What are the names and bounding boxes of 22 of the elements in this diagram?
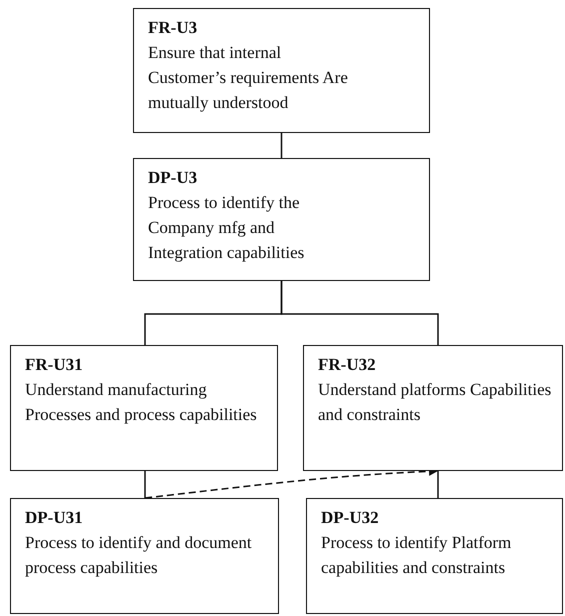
box-heading: FR-U32	[318, 354, 376, 376]
box-heading: FR-U3	[148, 17, 198, 39]
box-heading: DP-U32	[321, 507, 379, 529]
requirement-box	[133, 158, 430, 281]
box-text: Process to identify Platform capabilities and constraints	[321, 532, 512, 579]
box-text: Understand platforms Capabilities and constraints	[318, 379, 552, 426]
requirement-box	[306, 498, 563, 614]
box-text: Ensure that internal Customer’s requirements Are mutually understood	[148, 42, 348, 114]
requirement-box	[10, 345, 278, 471]
connector-line	[144, 471, 146, 498]
box-heading: FR-U31	[25, 354, 83, 376]
box-text: Process to identify and document process capabilities	[25, 532, 253, 579]
requirement-box	[133, 8, 430, 133]
connector-line	[280, 133, 282, 158]
box-text: Understand manufacturing Processes and process capabilities	[25, 379, 258, 426]
requirement-box	[303, 345, 563, 471]
box-text: Process to identify the Company mfg and Integration capabilities	[148, 192, 306, 264]
box-heading: DP-U31	[25, 507, 83, 529]
connector-line	[280, 281, 439, 345]
requirement-box	[10, 498, 279, 614]
box-heading: DP-U3	[148, 167, 198, 189]
connector-line	[437, 471, 439, 498]
